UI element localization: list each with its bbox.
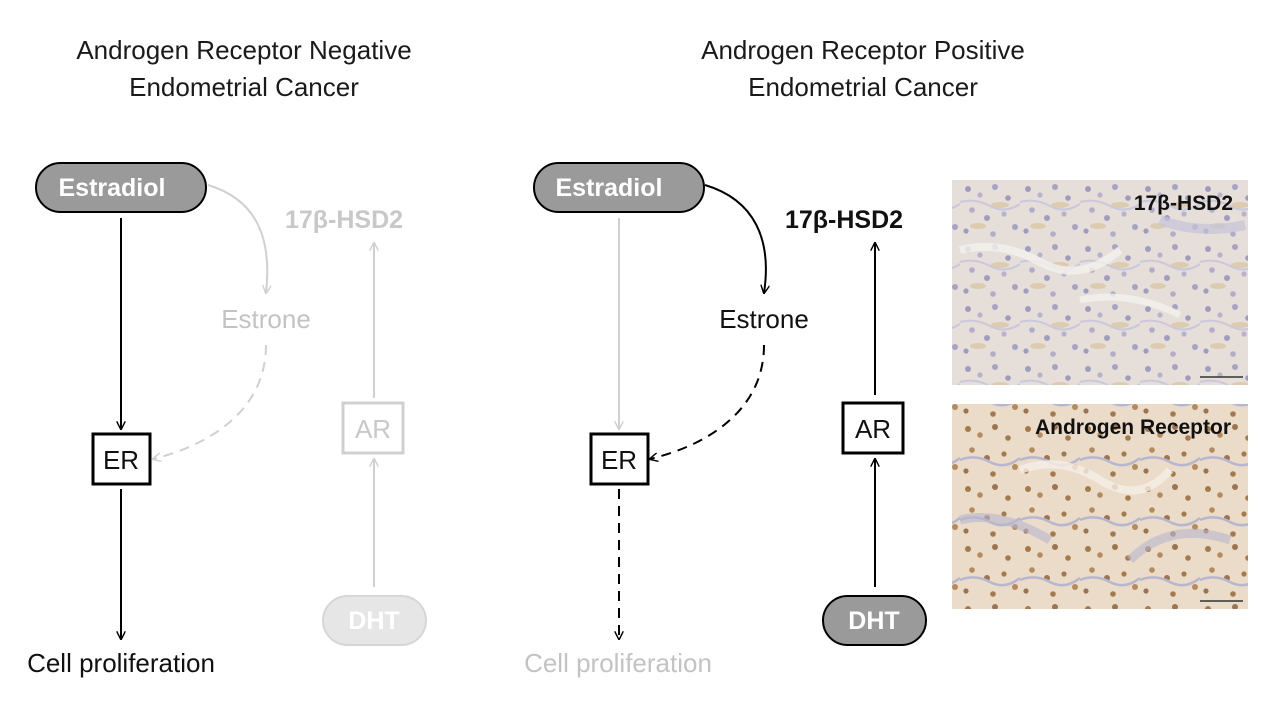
right-dht-node xyxy=(822,595,927,646)
right-estradiol-node xyxy=(533,162,705,213)
left-title-line1: Androgen Receptor Negative xyxy=(76,35,412,65)
right-er-label: ER xyxy=(601,445,637,475)
right-ar-label: AR xyxy=(855,414,891,444)
left-outcome-label: Cell proliferation xyxy=(27,648,215,678)
right-panel-title: Androgen Receptor Positive Endometrial C… xyxy=(643,32,1083,106)
right-er-node xyxy=(589,432,650,486)
left-estrone-to-er-arrow xyxy=(153,344,267,459)
right-title-line2: Endometrial Cancer xyxy=(748,72,978,102)
right-title-line1: Androgen Receptor Positive xyxy=(701,35,1025,65)
left-dht-node xyxy=(322,595,427,646)
micrograph-17b-hsd2: 17β-HSD2 xyxy=(952,180,1248,385)
left-enzyme-label: 17β-HSD2 xyxy=(285,206,403,234)
left-title-line2: Endometrial Cancer xyxy=(129,72,359,102)
micrograph-androgen-receptor: Androgen Receptor xyxy=(952,404,1248,609)
left-ar-label: AR xyxy=(355,414,391,444)
right-estradiol-to-estrone-arrow xyxy=(704,184,766,293)
ihc-micrograph-icon xyxy=(952,404,1248,609)
left-estradiol-node xyxy=(35,162,207,213)
left-estradiol-to-estrone-arrow xyxy=(207,184,267,293)
right-estrone-label: Estrone xyxy=(719,304,809,334)
left-estradiol-label: Estradiol xyxy=(59,174,166,202)
left-ar-node xyxy=(341,401,405,455)
left-er-node xyxy=(91,432,152,486)
ihc-micrograph-icon xyxy=(952,180,1248,385)
right-ar-node xyxy=(841,401,905,455)
right-enzyme-label: 17β-HSD2 xyxy=(785,206,903,234)
left-pathway: Estradiol 17β-HSD2 Estrone ER AR DHT Cel… xyxy=(27,162,427,678)
micrograph-2-label: Androgen Receptor xyxy=(1035,416,1231,439)
micrograph-1-label: 17β-HSD2 xyxy=(1134,192,1233,215)
right-estradiol-label: Estradiol xyxy=(556,174,663,202)
right-estrone-to-er-arrow xyxy=(650,344,765,459)
left-estrone-label: Estrone xyxy=(221,304,311,334)
right-dht-label: DHT xyxy=(848,607,899,635)
left-er-label: ER xyxy=(103,445,139,475)
right-outcome-label: Cell proliferation xyxy=(524,648,712,678)
right-pathway: Estradiol 17β-HSD2 Estrone ER AR DHT Cel… xyxy=(524,162,927,678)
left-panel-title: Androgen Receptor Negative Endometrial C… xyxy=(24,32,464,106)
left-dht-label: DHT xyxy=(348,607,399,635)
